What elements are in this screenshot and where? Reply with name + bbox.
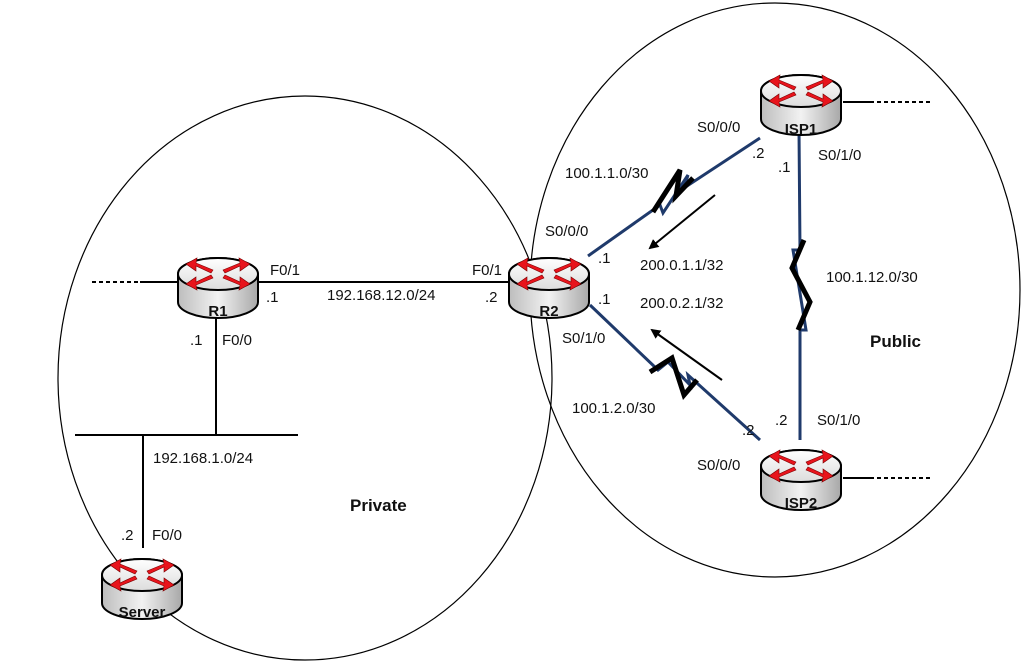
router-isp1[interactable]: ISP1 [760, 74, 842, 138]
isp1-s010-label: S0/1/0 [818, 147, 861, 164]
router-r2[interactable]: R2 [508, 257, 590, 320]
router-r1-label: R1 [208, 303, 227, 320]
r2-s000-label: S0/0/0 [545, 223, 588, 240]
isp2-s000-label: S0/0/0 [697, 457, 740, 474]
server-f00-ip: .2 [121, 527, 134, 544]
r2-f01-ip: .2 [485, 289, 498, 306]
network-label-r2-isp2: 100.1.2.0/30 [572, 400, 655, 417]
router-server[interactable]: Server [101, 558, 183, 621]
private-zone-boundary [57, 95, 553, 661]
router-r1[interactable]: R1 [177, 257, 259, 320]
router-isp1-label: ISP1 [785, 121, 818, 138]
isp1-s000-label: S0/0/0 [697, 119, 740, 136]
network-label-private-lan: 192.168.1.0/24 [153, 450, 253, 467]
isp2-s000-ip: .2 [742, 422, 755, 439]
route-label-isp2: 200.0.2.1/32 [640, 295, 723, 312]
serial-link-r2-isp2 [588, 303, 762, 442]
serial-link-r2-isp1 [587, 136, 761, 258]
route-arrow-isp2 [650, 328, 723, 381]
route-arrow-isp1 [648, 194, 716, 250]
r2-s010-ip: .1 [598, 291, 611, 308]
r2-s000-ip: .1 [598, 250, 611, 267]
router-server-label: Server [119, 604, 166, 621]
network-label-r1-r2: 192.168.12.0/24 [327, 287, 435, 304]
route-label-isp1: 200.0.1.1/32 [640, 257, 723, 274]
network-label-isp1-isp2: 100.1.12.0/30 [826, 269, 918, 286]
r1-f00-ip: .1 [190, 332, 203, 349]
r1-f01-ip: .1 [266, 289, 279, 306]
r2-f01-label: F0/1 [472, 262, 502, 279]
router-isp2[interactable]: ISP2 [760, 449, 842, 512]
r2-s010-label: S0/1/0 [562, 330, 605, 347]
isp1-s010-ip: .1 [778, 159, 791, 176]
router-r2-label: R2 [539, 303, 558, 320]
isp2-s010-label: S0/1/0 [817, 412, 860, 429]
router-isp2-label: ISP2 [785, 495, 818, 512]
public-zone-label: Public [870, 332, 921, 351]
r1-f00-label: F0/0 [222, 332, 252, 349]
private-zone-label: Private [350, 496, 407, 515]
isp1-s000-ip: .2 [752, 145, 765, 162]
serial-link-isp1-isp2 [789, 129, 813, 440]
server-f00-label: F0/0 [152, 527, 182, 544]
isp2-s010-ip: .2 [775, 412, 788, 429]
network-label-r2-isp1: 100.1.1.0/30 [565, 165, 648, 182]
r1-f01-label: F0/1 [270, 262, 300, 279]
